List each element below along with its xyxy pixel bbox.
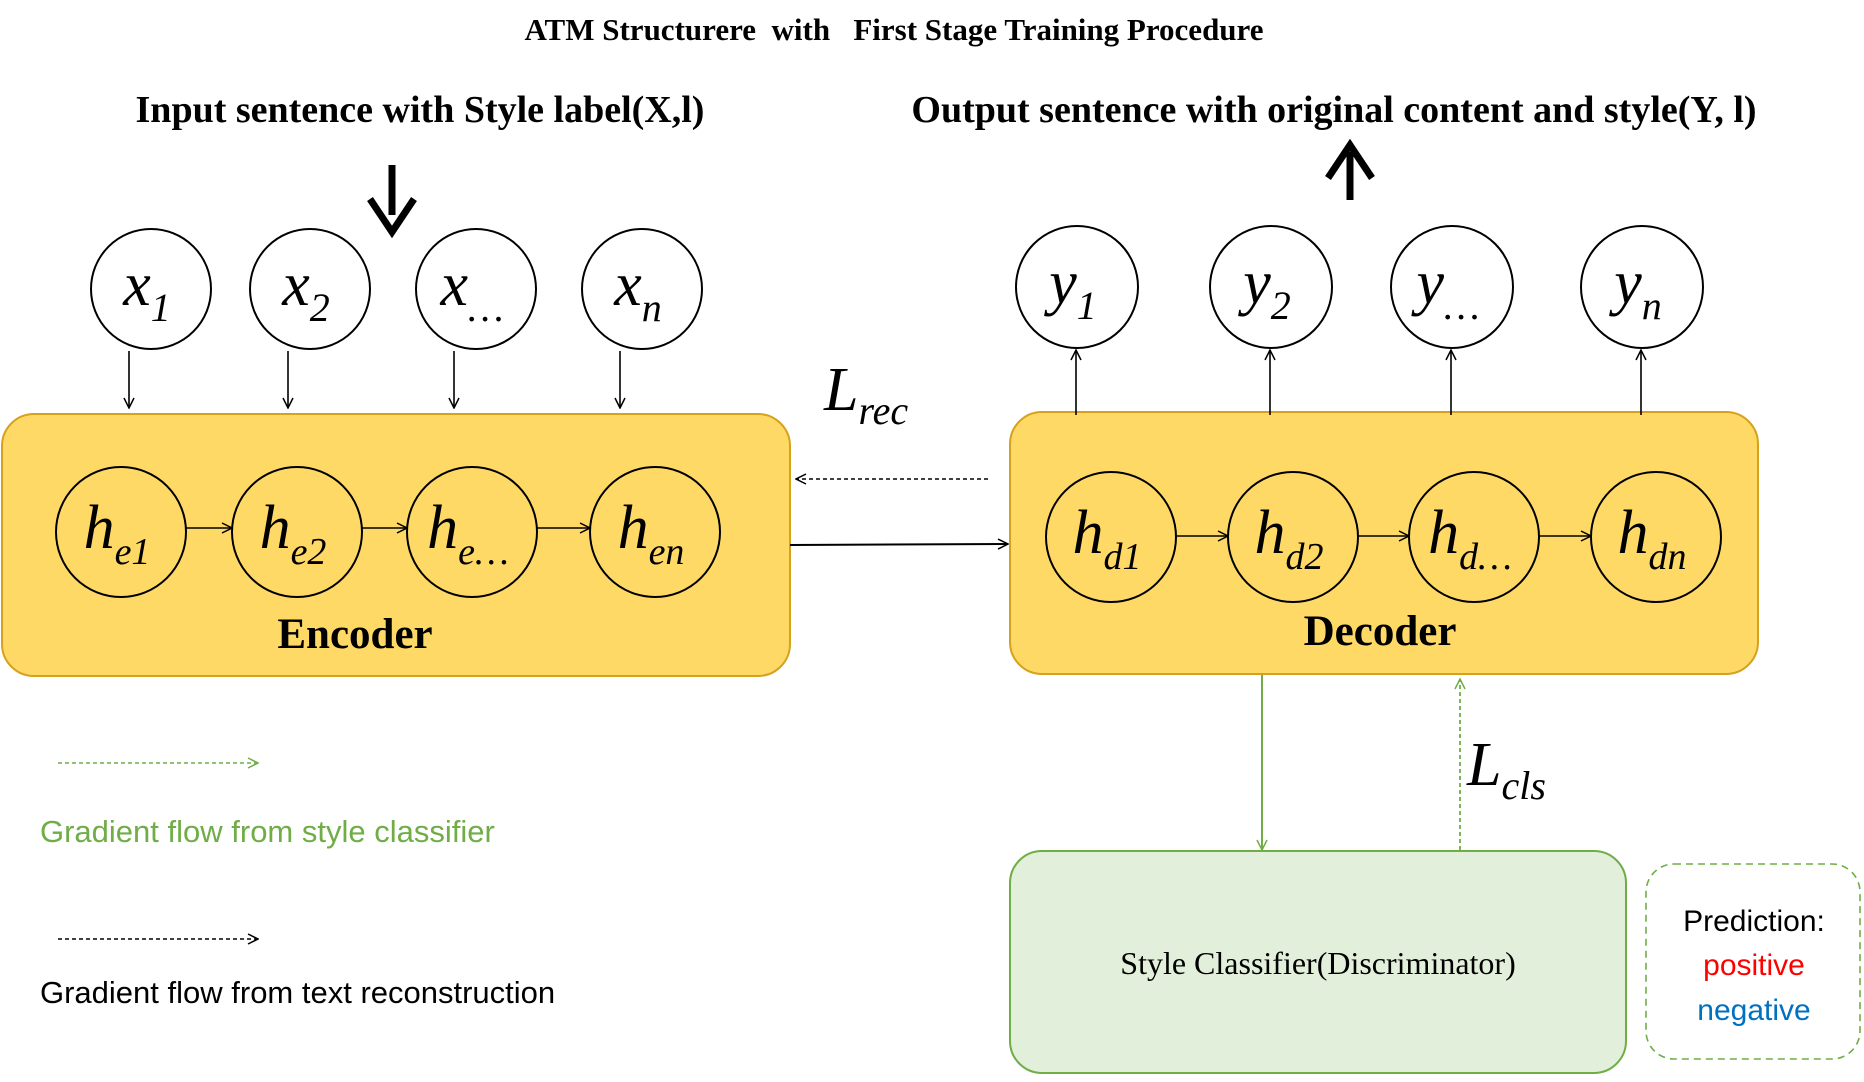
decoder-state-circle xyxy=(1045,471,1177,603)
encoder-state-3: he… xyxy=(406,466,590,598)
decoder-block xyxy=(1009,411,1759,675)
prediction-negative: negative xyxy=(1697,994,1810,1027)
legend-text-gradient-text: Gradient flow from text reconstruction xyxy=(40,975,555,1010)
encoder-label: Encoder xyxy=(277,611,432,658)
legend-style-gradient-text: Gradient flow from style classifier xyxy=(40,814,495,849)
prediction-heading: Prediction: xyxy=(1683,905,1825,938)
input-node-label: x… xyxy=(439,251,503,330)
prediction-positive: positive xyxy=(1703,949,1805,982)
encoder-state-label: he2 xyxy=(260,494,327,573)
input-heading: Input sentence with Style label(X,l) xyxy=(136,89,705,131)
output-node-label: y2 xyxy=(1237,249,1291,328)
input-node-circle xyxy=(581,228,703,350)
decoder-state-label: hd… xyxy=(1428,499,1512,578)
decoder-state-label: hd1 xyxy=(1073,499,1142,578)
output-node-circle xyxy=(1390,225,1514,349)
classification-loss-label: Lcls xyxy=(1466,731,1546,808)
input-node-circle xyxy=(90,228,212,350)
decoder-state-circle xyxy=(1408,471,1540,603)
decoder-state-2: hd2 xyxy=(1227,471,1409,603)
encoder-states: he1 he2 he… hen xyxy=(55,466,721,598)
encoder-state-label: he… xyxy=(427,494,509,573)
input-node-4: xn xyxy=(581,228,703,408)
encoder-state-2: he2 xyxy=(231,466,407,598)
output-node-1: y1 xyxy=(1015,225,1139,415)
input-node-label: xn xyxy=(613,251,662,330)
encoder-state-4: hen xyxy=(589,466,721,598)
encoder-state-circle xyxy=(55,466,187,598)
decoder-state-3: hd… xyxy=(1408,471,1591,603)
input-nodes: x1 x2 x… xn xyxy=(90,228,703,408)
encoder-state-label: he1 xyxy=(84,494,151,573)
output-node-2: y2 xyxy=(1209,225,1333,415)
decoder-state-label: hd2 xyxy=(1255,499,1324,578)
output-node-circle xyxy=(1580,225,1704,349)
reconstruction-loss-label: Lrec xyxy=(823,356,908,433)
output-node-label: y… xyxy=(1410,249,1479,328)
decoder-state-label: hdn xyxy=(1618,499,1687,578)
input-arrow xyxy=(367,165,417,239)
decoder-states: hd1 hd2 hd… hdn xyxy=(1045,471,1722,603)
decoder-state-1: hd1 xyxy=(1045,471,1228,603)
encoder-state-1: he1 xyxy=(55,466,232,598)
diagram-title: ATM Structurere with First Stage Trainin… xyxy=(524,12,1263,47)
style-classifier-label: Style Classifier(Discriminator) xyxy=(1120,945,1515,981)
encoder-state-circle xyxy=(406,466,538,598)
decoder-state-4: hdn xyxy=(1590,471,1722,603)
output-node-3: y… xyxy=(1390,225,1514,415)
input-node-3: x… xyxy=(415,228,537,408)
encoder-state-label: hen xyxy=(618,494,685,573)
output-heading: Output sentence with original content an… xyxy=(911,89,1756,131)
decoder-state-circle xyxy=(1227,471,1359,603)
output-node-label: y1 xyxy=(1043,249,1097,328)
output-nodes: y1 y2 y… yn xyxy=(1015,225,1704,415)
style-classifier-block xyxy=(1009,850,1627,1074)
encoder-state-circle xyxy=(589,466,721,598)
input-node-label: x1 xyxy=(122,251,171,330)
output-node-4: yn xyxy=(1580,225,1704,415)
decoder-label: Decoder xyxy=(1304,608,1457,655)
encoder-state-circle xyxy=(231,466,363,598)
decoder-state-circle xyxy=(1590,471,1722,603)
output-node-circle xyxy=(1015,225,1139,349)
input-node-1: x1 xyxy=(90,228,212,408)
input-node-label: x2 xyxy=(281,251,330,330)
output-node-label: yn xyxy=(1608,249,1662,328)
input-node-circle xyxy=(415,228,537,350)
input-node-2: x2 xyxy=(249,228,371,408)
output-arrow xyxy=(1325,138,1375,200)
prediction-box xyxy=(1645,863,1861,1060)
output-node-circle xyxy=(1209,225,1333,349)
input-node-circle xyxy=(249,228,371,350)
encoder-to-decoder-arrow xyxy=(789,544,1008,545)
